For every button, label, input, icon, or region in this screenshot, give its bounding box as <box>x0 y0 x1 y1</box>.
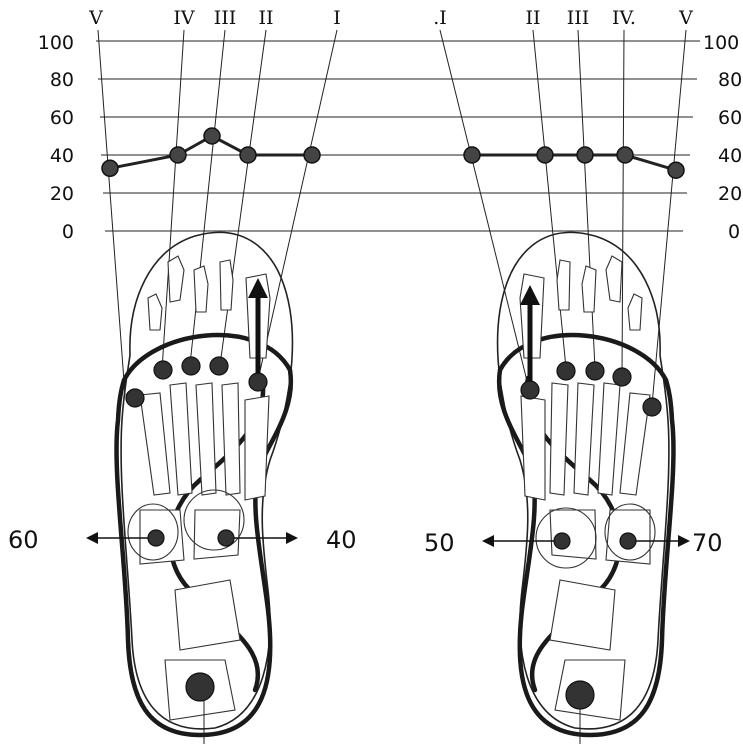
left-met-dot-iii <box>182 357 200 375</box>
left-toe-label-iii: III <box>214 7 237 29</box>
right-met-dot-iii <box>586 362 604 380</box>
right-foot-point-iv <box>617 147 633 163</box>
projection-lines <box>98 30 686 405</box>
left-ytick-40: 40 <box>50 145 74 167</box>
right-foot-pressure-series <box>464 147 684 178</box>
left-met-dot-v <box>126 389 144 407</box>
left-ytick-0: 0 <box>62 221 74 243</box>
left-met-dot-iv <box>154 361 172 379</box>
left-toe-label-ii: II <box>258 7 273 29</box>
right-foot-point-v <box>668 162 684 178</box>
left-met-dot-i <box>249 373 267 391</box>
right-y-axis: 100 80 60 40 20 0 <box>703 32 742 243</box>
left-toe-label-iv: IV <box>173 7 195 29</box>
grid-lines <box>96 41 700 231</box>
right-toe-label-iv: IV. <box>612 7 636 29</box>
right-toe-label-i: .I <box>433 7 447 29</box>
left-ytick-20: 20 <box>50 183 74 205</box>
left-heel-medial-dot <box>218 530 234 546</box>
left-ytick-80: 80 <box>50 69 74 91</box>
right-ytick-40: 40 <box>718 145 742 167</box>
left-foot-point-v <box>102 160 118 176</box>
left-toe-label-i: I <box>333 7 341 29</box>
right-met-dot-i <box>521 381 539 399</box>
left-ytick-100: 100 <box>38 32 74 54</box>
left-ytick-60: 60 <box>50 107 74 129</box>
right-foot-point-ii <box>537 147 553 163</box>
right-ytick-0: 0 <box>728 221 740 243</box>
right-foot <box>498 232 674 735</box>
right-foot-point-iii <box>577 147 593 163</box>
right-met-dot-iv <box>613 368 631 386</box>
right-heel-medial-dot <box>554 533 570 549</box>
left-toe-label-v: V <box>88 7 103 29</box>
left-foot-point-i <box>304 147 320 163</box>
right-heel-dot <box>566 681 594 709</box>
left-y-axis: 100 80 60 40 20 0 <box>38 32 74 243</box>
right-toe-label-v: V <box>678 7 693 29</box>
left-foot-point-iii <box>204 128 220 144</box>
left-foot-point-ii <box>240 147 256 163</box>
right-ytick-100: 100 <box>703 32 739 54</box>
left-foot-pressure-series <box>102 128 320 176</box>
right-medial-force-label: 50 <box>424 529 455 557</box>
right-toe-label-ii: II <box>525 7 540 29</box>
right-foot-point-i <box>464 147 480 163</box>
right-lateral-force-label: 70 <box>692 529 723 557</box>
right-ytick-60: 60 <box>718 107 742 129</box>
right-heel-lateral-dot <box>620 533 636 549</box>
left-foot <box>117 232 293 735</box>
left-met-dot-ii <box>210 357 228 375</box>
left-heel-lateral-dot <box>148 530 164 546</box>
right-ytick-80: 80 <box>718 69 742 91</box>
right-toe-label-iii: III <box>567 7 590 29</box>
right-ytick-20: 20 <box>718 183 742 205</box>
right-met-dot-ii <box>557 362 575 380</box>
left-heel-dot <box>186 673 214 701</box>
toe-labels: V IV III II I .I II III IV. V <box>88 7 693 29</box>
right-met-dot-v <box>643 398 661 416</box>
left-foot-point-iv <box>170 147 186 163</box>
left-medial-force-label: 40 <box>326 526 357 554</box>
right-foot-series-line <box>472 155 676 170</box>
left-lateral-force-label: 60 <box>8 526 39 554</box>
